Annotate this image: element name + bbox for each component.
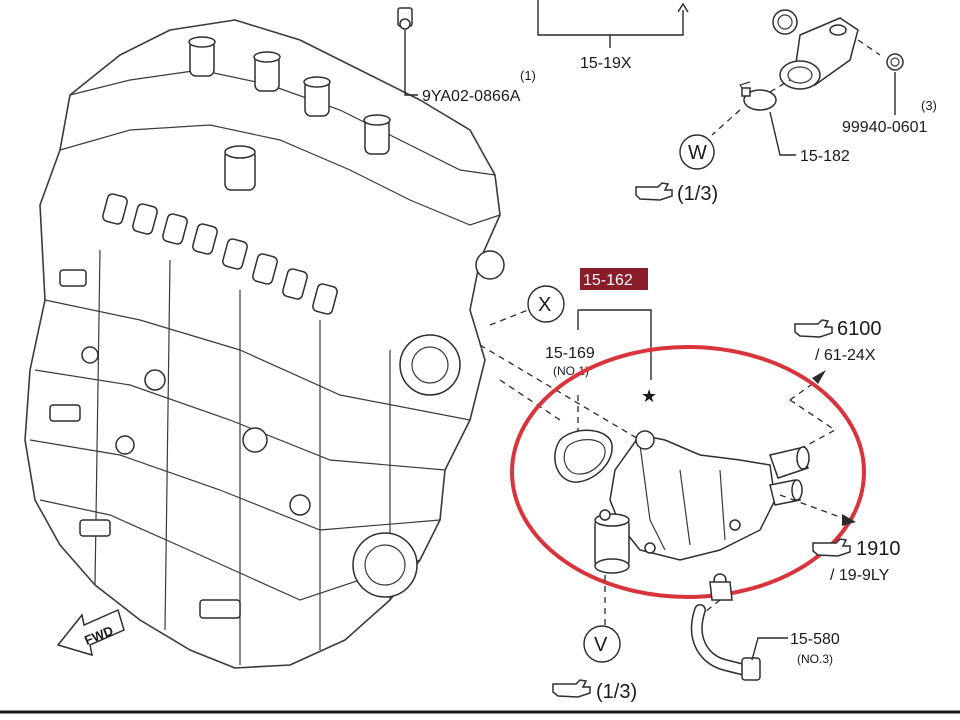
engine-block-illustration [24,19,505,669]
label-19-9ly: / 19-9LY [830,567,890,584]
circle-w-letter: W [688,142,707,164]
spark-plug-tubes [188,36,391,191]
note-15-580: (NO.3) [797,652,833,666]
bracket-15-162 [578,309,652,380]
callout-circle-w [679,134,715,170]
label-15-169: 15-169 [545,345,595,362]
label-99940-0601: 99940-0601 [842,119,928,136]
leader-15-182 [769,111,796,156]
label-15-182: 15-182 [800,148,850,165]
label-15-19x: 15-19X [580,55,632,72]
pointing-hand-icon [552,679,591,698]
label-1910: 1910 [856,538,901,560]
pointing-hand-icon [794,319,833,338]
hose-clamp-part [739,81,777,111]
label-15-162: 15-162 [583,272,633,289]
circle-x-letter: X [538,294,551,316]
sensor-bolt-part [397,7,413,30]
page-ref-w: (1/3) [677,183,718,205]
tag-15-162 [580,268,648,290]
callout-circle-v [583,625,621,663]
intake-ports [102,193,338,315]
qty-9ya02: (1) [520,68,536,83]
coolant-hose-part [690,581,761,681]
leader-15-580 [751,637,788,661]
qty-99940: (3) [921,98,937,113]
leader-9ya02 [404,30,418,96]
highlight-ellipse [510,345,866,599]
label-6100: 6100 [837,318,882,340]
callout-circle-x [527,285,565,323]
water-pump-assembly-part [554,429,810,587]
pointing-hand-icon [812,538,851,557]
star-icon: ★ [641,386,657,406]
thermostat-housing-part [772,9,904,90]
bracket-15-19x [537,0,684,36]
page-ref-v: (1/3) [596,681,637,703]
label-61-24x: / 61-24X [815,347,876,364]
circle-v-letter: V [594,634,608,656]
label-15-580: 15-580 [790,631,840,648]
label-9ya02-0866a: 9YA02-0866A [422,88,521,105]
pointing-hand-icon [635,182,673,201]
fwd-arrow-icon: FWD [56,608,125,657]
